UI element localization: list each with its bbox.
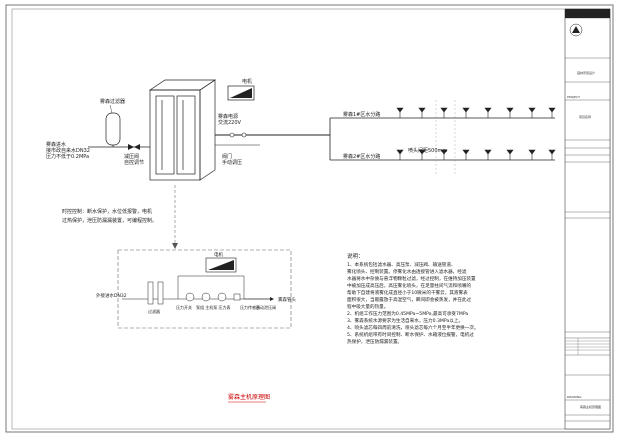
inlet-label-1: 雾森进水 bbox=[46, 141, 66, 148]
detail-outlet-label: 雾森管头 bbox=[278, 296, 296, 303]
notes-title: 说明： bbox=[347, 252, 364, 260]
fog-label-2: 交流220V bbox=[218, 119, 242, 126]
branch2-label: 雾森2#区水分路 bbox=[343, 153, 380, 160]
main-cabinet bbox=[148, 79, 217, 181]
notes-line-12: 热保护，泄压防漏漏装置。 bbox=[347, 338, 402, 345]
filter-canister bbox=[105, 112, 121, 146]
tb-sheet-title: 雾森主机原理图 bbox=[580, 404, 601, 409]
detail-motor-fill bbox=[208, 260, 234, 270]
reducer-label-1: 减压阀 bbox=[124, 153, 139, 160]
motor-fill bbox=[230, 88, 252, 98]
notes-line-4: 中被加压成高压后，高压雾化喷头，在足量柱间气流和喷嘴的 bbox=[347, 282, 471, 289]
notes-line-11: 5、系统机组带有时间控制、断水保护、水箱液位报警，电机过 bbox=[347, 331, 474, 338]
detail-outlet-arrow bbox=[270, 297, 274, 301]
notes-line-7: 程中吸大量的热量。 bbox=[347, 303, 388, 310]
notes-line-2: 雾化喷头、控制装置。停雾化水由透接管进入滤水器，经滤 bbox=[347, 268, 467, 275]
notes-line-5: 帮助下自建将液雾化成直径小于10微米的干雾云，其液雾表 bbox=[347, 289, 468, 296]
filter-label: 雾森过滤器 bbox=[100, 98, 125, 105]
notes-line-10: 4、喷头滤芯每四周前清洗，喷头滤芯每六个月至半年更换一次。 bbox=[347, 324, 479, 331]
detail-inlet-label: 外接进水DN32 bbox=[96, 292, 127, 299]
reducer-label-2: 自控调节 bbox=[124, 159, 144, 166]
tb-drawing-label: DRAWING bbox=[567, 395, 582, 399]
reducer-valve-icon bbox=[128, 144, 134, 150]
outlet-valve-2 bbox=[241, 132, 247, 138]
left-note-1: 时控控制：断水保护，水位低报警，电机 bbox=[62, 208, 152, 215]
manual-label-2: 手动调压 bbox=[222, 159, 242, 166]
nozzles-branch1 bbox=[396, 107, 556, 118]
filter-leader bbox=[109, 104, 113, 114]
left-note-2: 过热保护，泄压防漏漏装置，可编程控制。 bbox=[62, 217, 157, 224]
detail-pump-icon bbox=[201, 292, 211, 302]
detail-gauge-label: 压力开关 bbox=[176, 304, 192, 310]
detail-motor-label: 电机 bbox=[214, 251, 223, 258]
nozzle-label: 喷头间距500mm bbox=[408, 147, 447, 154]
reducer-valve-icon-b bbox=[134, 144, 140, 150]
tb-project-label: PROJECT bbox=[567, 95, 580, 99]
manual-label-1: 阀门 bbox=[222, 153, 232, 160]
detail-filter-2 bbox=[157, 281, 164, 305]
notes-line-6: 面积很大，当敞露放于高湿空气，瞬间即会被蒸发，并在此过 bbox=[347, 296, 471, 303]
detail-arrow bbox=[172, 243, 178, 249]
detail-gauge2-icon bbox=[217, 292, 227, 302]
notes-line-8: 2、机组工作压力范围为0.45MPa~5MPa,最高可承受7MPa bbox=[347, 310, 468, 317]
branch1-label: 雾森1#区水分路 bbox=[343, 111, 380, 118]
outlet-valve bbox=[229, 132, 235, 138]
inlet-label-3: 压力不低于0.2MPa bbox=[46, 153, 89, 160]
outer-frame bbox=[5, 4, 614, 433]
tb-company: 园林景观设计 bbox=[577, 70, 595, 75]
detail-valve-label: 手动泄压阀 bbox=[256, 304, 276, 310]
tb-owner: 项目名称 bbox=[579, 114, 591, 119]
detail-gauge-icon bbox=[185, 292, 195, 302]
notes-line-3: 水器将水中杂质与悬浮物颗粒过滤，经过控制，在维持加压装置 bbox=[347, 275, 476, 282]
notes-line-1: 1、本系统包括滤水器、高压泵、减压阀、输送管道、 bbox=[347, 261, 456, 268]
title-block: 园林景观设计 PROJECT 项目名称 DRAWING 雾森主机原理图 bbox=[564, 8, 611, 430]
notes-line-9: 3、雾森系统水源要求为生活自来水，压力0.3MPa以上。 bbox=[347, 317, 463, 324]
motor-label: 电机 bbox=[242, 78, 252, 85]
detail-pump-label: 泵组 主机泵 压力表 bbox=[196, 304, 231, 310]
detail-valve-icon bbox=[233, 293, 241, 301]
detail-gauge2-label: 压力传感器 bbox=[240, 304, 260, 310]
detail-frame bbox=[117, 249, 292, 329]
detail-filter-label: 过滤器 bbox=[148, 308, 160, 314]
nozzles-branch2 bbox=[396, 149, 556, 160]
inlet-label-2: 接市政自来水DN32 bbox=[46, 147, 90, 154]
fog-label-1: 雾森电源 bbox=[218, 113, 238, 120]
detail-caption: 雾森主机原理图 bbox=[228, 393, 270, 401]
detail-filter bbox=[147, 281, 154, 305]
